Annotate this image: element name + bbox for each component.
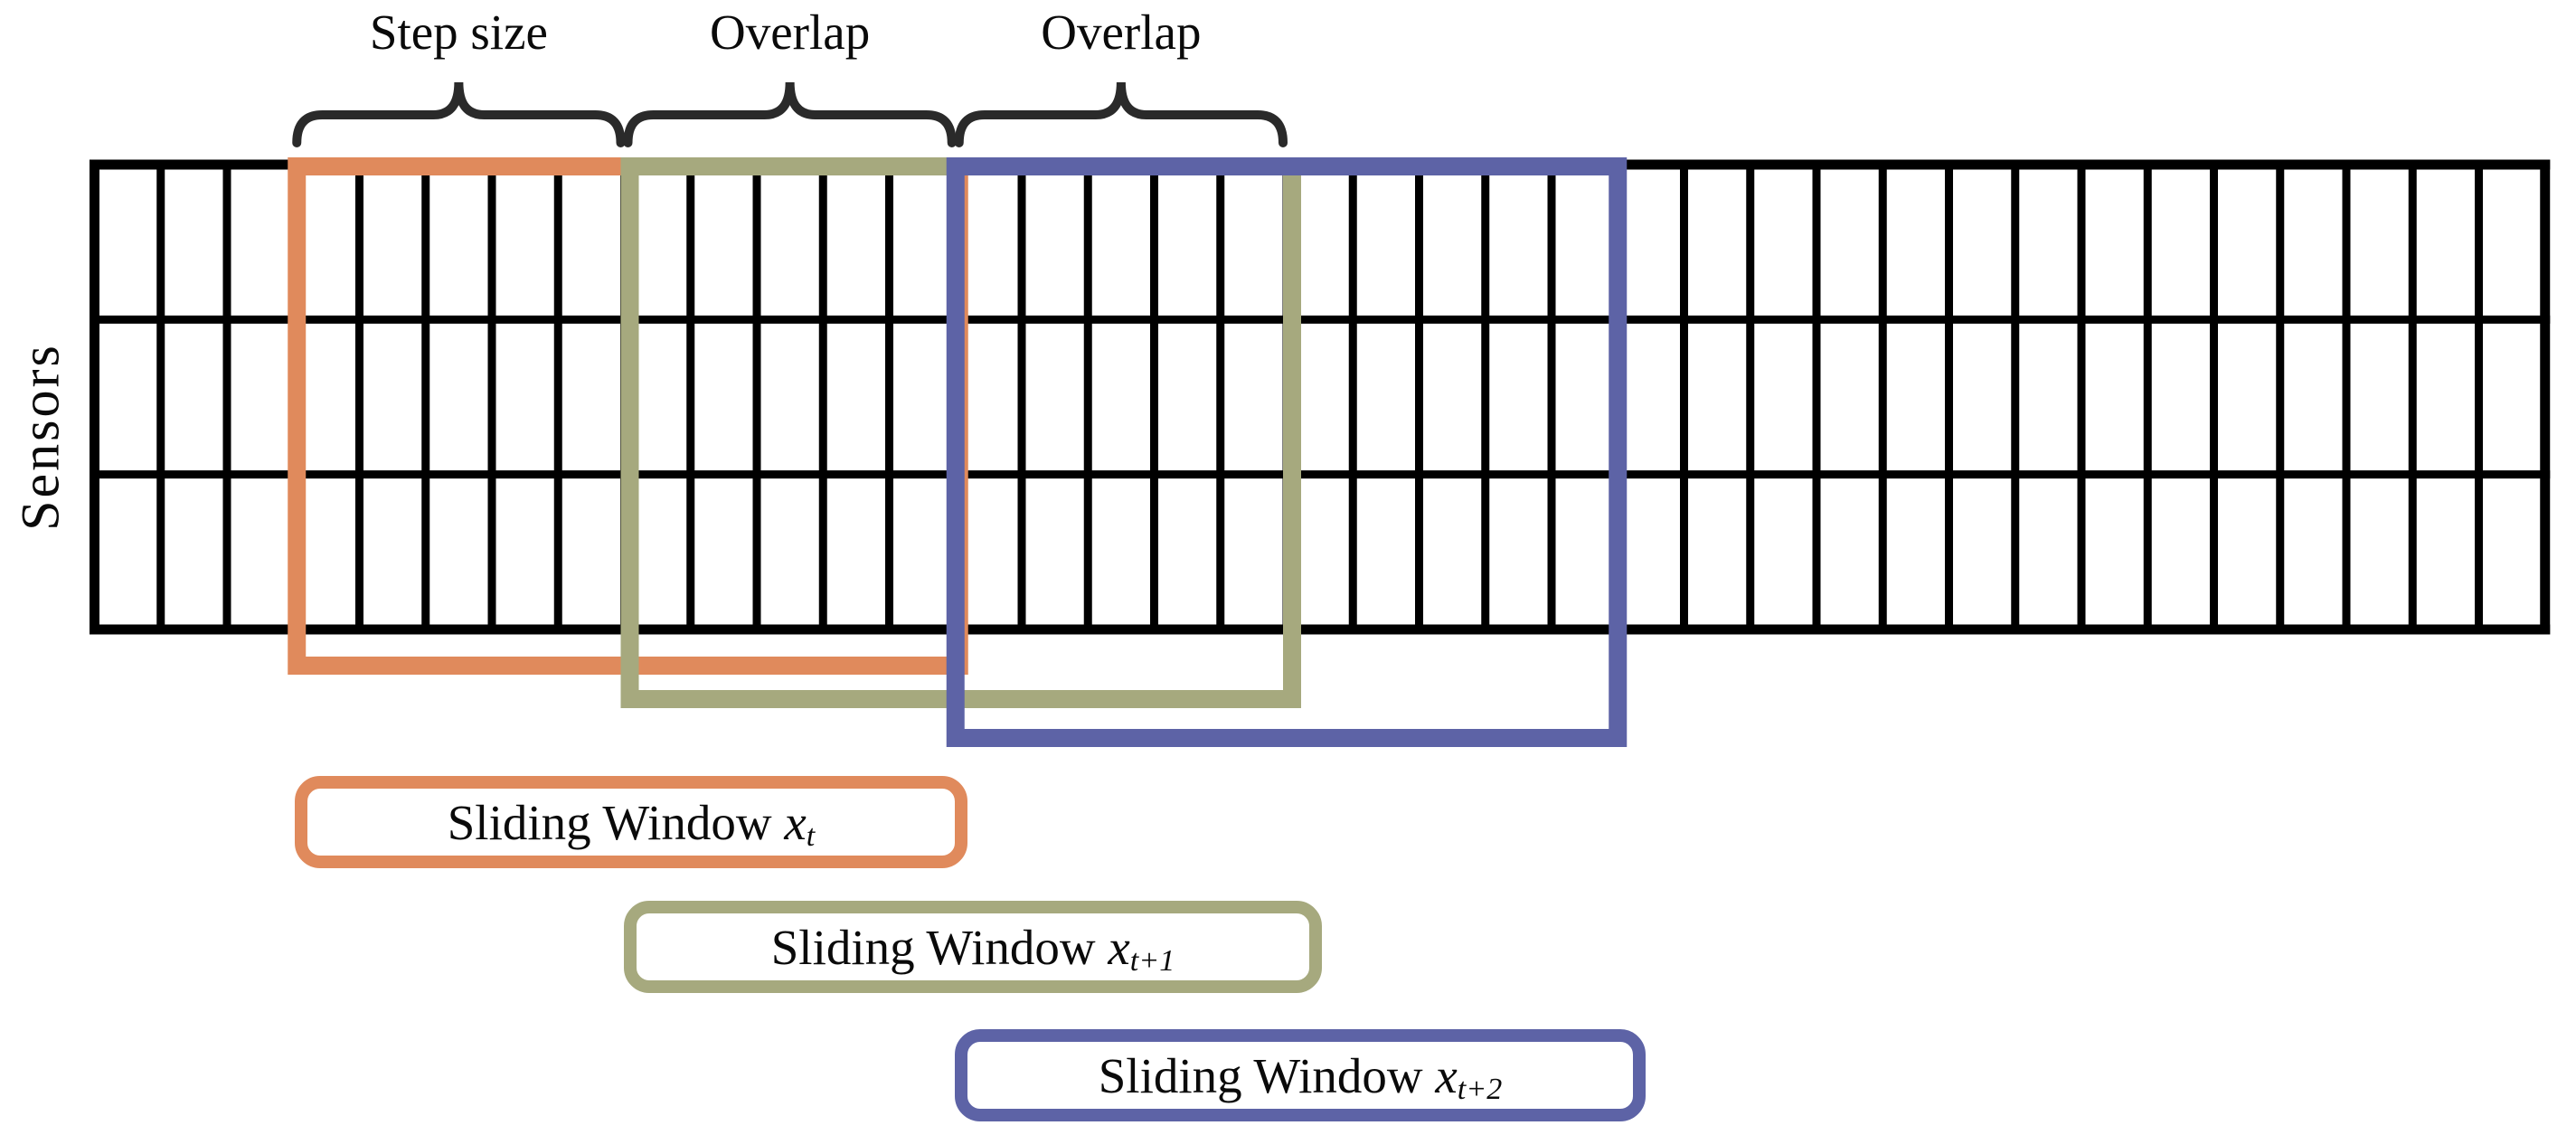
overlap-brace-2 xyxy=(954,81,1288,147)
legend-label-sliding-window-t2: Sliding Window xt+2 xyxy=(1098,1047,1503,1107)
step-size-brace-0 xyxy=(292,81,626,147)
step-size-label: Step size xyxy=(369,5,548,60)
legend-box-sliding-window-t2: Sliding Window xt+2 xyxy=(955,1029,1646,1121)
sliding-window-t2-rect xyxy=(946,157,1628,747)
legend-box-sliding-window-t: Sliding Window xt xyxy=(295,776,967,868)
legend-label-sliding-window-t1: Sliding Window xt+1 xyxy=(770,919,1175,979)
overlap-label-1: Overlap xyxy=(710,5,871,60)
overlap-label-2: Overlap xyxy=(1041,5,1202,60)
overlap-brace-1 xyxy=(623,81,957,147)
legend-label-sliding-window-t: Sliding Window xt xyxy=(447,794,816,854)
legend-box-sliding-window-t1: Sliding Window xt+1 xyxy=(624,901,1322,993)
